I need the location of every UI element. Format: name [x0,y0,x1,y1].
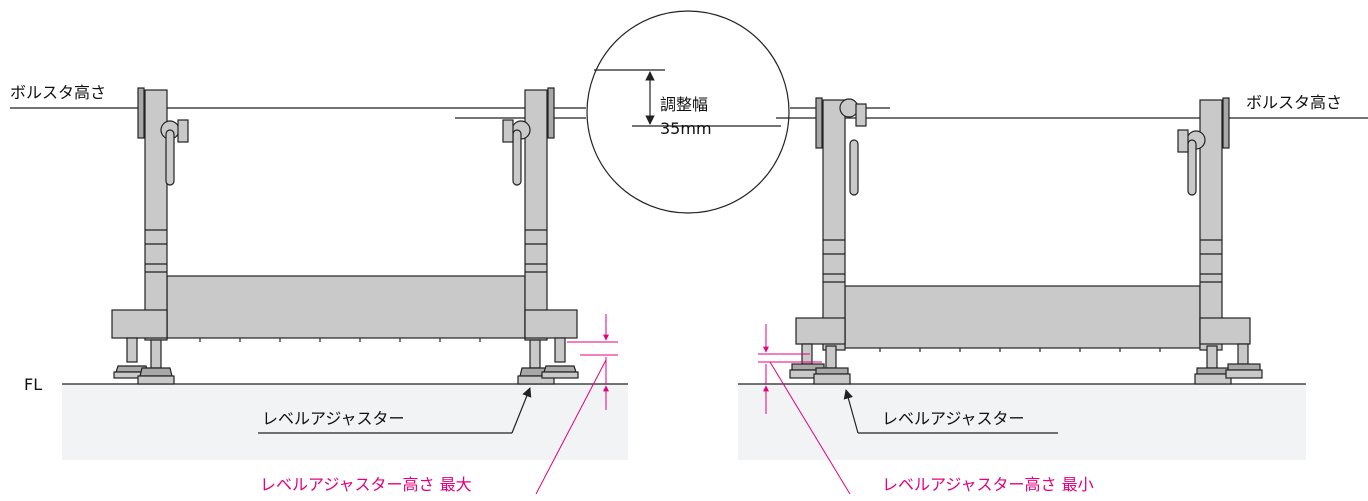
adjuster-feet-right [789,343,1263,385]
body-left [166,275,526,339]
adjuster-label-left: レベルアジャスター [262,409,405,428]
zoom-detail [586,10,790,214]
bolster-label-left: ボルスタ高さ [10,83,106,102]
leader-max [535,359,607,495]
floor-left [62,384,628,460]
bolster-label-right: ボルスタ高さ [1246,93,1342,112]
bracket-left-a [111,309,168,339]
leader-min [769,361,851,495]
bracket-left-b [524,309,578,339]
range-value: 35mm [660,119,712,138]
fl-label: FL [24,375,42,394]
adjuster-label-right: レベルアジャスター [882,409,1025,428]
body-left-ticks [199,338,481,342]
leader-adjuster-right [843,389,859,434]
lever-left-a [165,129,175,186]
body-right [844,285,1201,349]
dimension-max [535,314,618,495]
adjuster-feet-left [113,337,579,385]
floor-right [738,384,1306,460]
right-drawing [738,97,1368,495]
dimension-min [758,324,851,495]
range-title: 調整幅 [660,95,708,114]
adjuster-min-label: レベルアジャスター高さ 最小 [882,475,1094,494]
lever-left-b [512,129,522,186]
adjuster-max-label: レベルアジャスター高さ 最大 [260,475,472,494]
left-drawing [10,87,628,495]
column-right-a [822,99,846,351]
zoom-circle [586,10,790,214]
